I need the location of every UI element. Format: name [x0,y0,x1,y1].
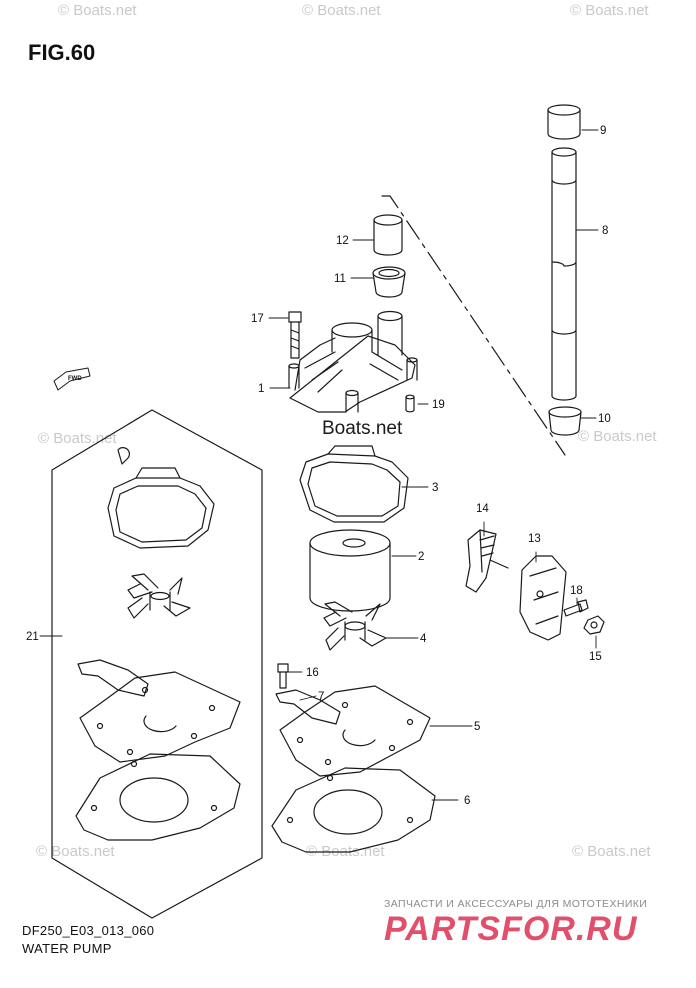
watermark-top-right: © Boats.net [570,2,649,19]
part-12-sleeve [373,214,403,256]
part-1-pump-case [288,310,418,413]
callout-15: 15 [589,651,602,663]
diagram-caption: WATER PUMP [22,941,112,956]
callout-5: 5 [474,721,480,733]
part-5-gasket [279,685,431,777]
part-7-plate [275,689,341,725]
part-3-seal [299,445,409,523]
callout-19: 19 [432,399,445,411]
part-13-plate [519,555,567,641]
watermark-mid-right: © Boats.net [578,428,657,445]
callout-1: 1 [258,383,264,395]
assembly-guide-line [381,195,566,456]
callout-3: 3 [432,482,438,494]
callout-16: 16 [306,667,319,679]
callout-6: 6 [464,795,470,807]
callout-18: 18 [570,585,583,597]
part-16-bolt [277,663,289,689]
callout-4: 4 [420,633,427,645]
part-15-nut [583,615,605,635]
callout-21: 21 [26,631,39,643]
promo-brand-logo: PARTSFOR.RU [384,910,638,948]
part-10-grommet [548,406,582,436]
callout-7: 7 [318,691,324,703]
part-17-bolt [288,311,302,359]
part-14-bracket [465,529,509,593]
watermark-overlay: Boats.net [322,418,403,439]
callout-14: 14 [476,503,489,515]
callout-8: 8 [602,225,608,237]
callout-9: 9 [600,125,606,137]
callout-12: 12 [336,235,349,247]
part-19-pin [405,394,415,413]
watermark-top-left: © Boats.net [58,2,137,19]
part-2-liner [309,529,391,612]
figure-title: FIG.60 [28,40,96,65]
promo-tagline: ЗАПЧАСТИ И АКСЕССУАРЫ ДЛЯ МОТОТЕХНИКИ [384,898,648,910]
callout-labels: 1 2 3 4 5 6 7 8 9 10 11 12 13 14 15 16 1… [26,125,611,807]
callout-17: 17 [251,313,264,325]
watermark-bottom-right: © Boats.net [572,843,651,860]
kit-contents [75,447,241,841]
leader-lines [39,129,599,801]
repair-kit-outline [51,409,263,919]
part-18-screw [563,599,589,617]
callout-10: 10 [598,413,611,425]
part-8-water-tube [551,147,577,401]
watermark-top-center: © Boats.net [302,2,381,19]
watermark-bottom-left: © Boats.net [36,843,115,860]
part-9-grommet [547,104,581,140]
callout-2: 2 [418,551,424,563]
part-4-impeller [323,601,387,651]
part-6-gasket [271,767,436,853]
fwd-arrow-icon: FWD [53,367,91,391]
diagram-code: DF250_E03_013_060 [22,923,155,938]
fwd-label: FWD [68,376,82,382]
part-11-grommet [372,266,406,298]
callout-11: 11 [334,273,346,285]
callout-13: 13 [528,533,541,545]
